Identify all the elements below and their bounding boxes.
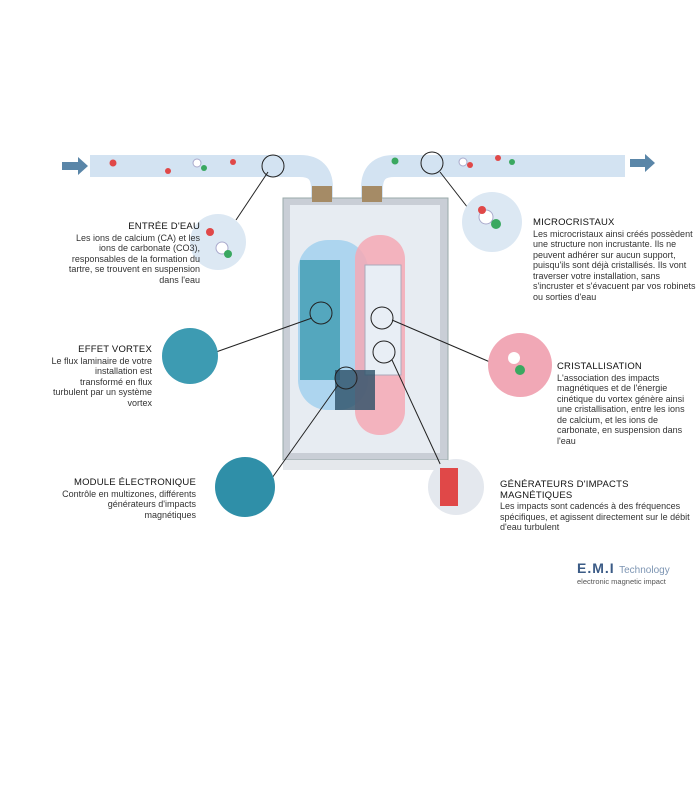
entree-text: Les ions de calcium (CA) et les ions de … bbox=[68, 232, 200, 285]
vortex-detail bbox=[162, 328, 218, 384]
cristal-title: CRISTALLISATION bbox=[557, 361, 642, 372]
module-title: MODULE ÉLECTRONIQUE bbox=[73, 477, 196, 488]
leader-lines bbox=[215, 151, 491, 479]
detail-circles bbox=[162, 192, 552, 517]
module-block: MODULE ÉLECTRONIQUE Contrôle en multizon… bbox=[60, 477, 196, 520]
inlet-pipe bbox=[90, 155, 333, 200]
gen-title: GÉNÉRATEURS D'IMPACTS MAGNÉTIQUES bbox=[500, 479, 629, 501]
micro-text: Les microcristaux ainsi créés possèdent … bbox=[533, 228, 696, 302]
vortex-text: Le flux laminaire de votre installation … bbox=[51, 355, 152, 408]
gen-block: GÉNÉRATEURS D'IMPACTS MAGNÉTIQUES Les im… bbox=[500, 479, 695, 533]
gen-text: Les impacts sont cadencés à des fréquenc… bbox=[500, 501, 690, 532]
entree-title: ENTRÉE D'EAU bbox=[128, 221, 200, 232]
outlet-arrow-icon bbox=[630, 154, 655, 172]
vortex-title: EFFET VORTEX bbox=[78, 344, 152, 355]
vortex-block: EFFET VORTEX Le flux laminaire de votre … bbox=[50, 344, 152, 408]
treatment-unit bbox=[282, 186, 449, 470]
logo-sub: electronic magnetic impact bbox=[577, 577, 666, 586]
logo-brand: E.M.I bbox=[577, 560, 615, 576]
inlet-arrow-icon bbox=[62, 157, 88, 175]
particles bbox=[109, 155, 515, 174]
entree-block: ENTRÉE D'EAU Les ions de calcium (CA) et… bbox=[60, 221, 200, 285]
emi-logo: E.M.I Technology electronic magnetic imp… bbox=[577, 560, 670, 586]
logo-tech: Technology bbox=[619, 565, 670, 576]
micro-block: MICROCRISTAUX Les microcristaux ainsi cr… bbox=[533, 217, 698, 302]
cristal-text: L'association des impacts magnétiques et… bbox=[557, 372, 685, 446]
entree-detail bbox=[190, 214, 246, 270]
module-text: Contrôle en multizones, différents génér… bbox=[62, 488, 196, 520]
micro-title: MICROCRISTAUX bbox=[533, 217, 615, 228]
module-detail bbox=[215, 457, 275, 517]
cristal-block: CRISTALLISATION L'association des impact… bbox=[557, 361, 692, 446]
